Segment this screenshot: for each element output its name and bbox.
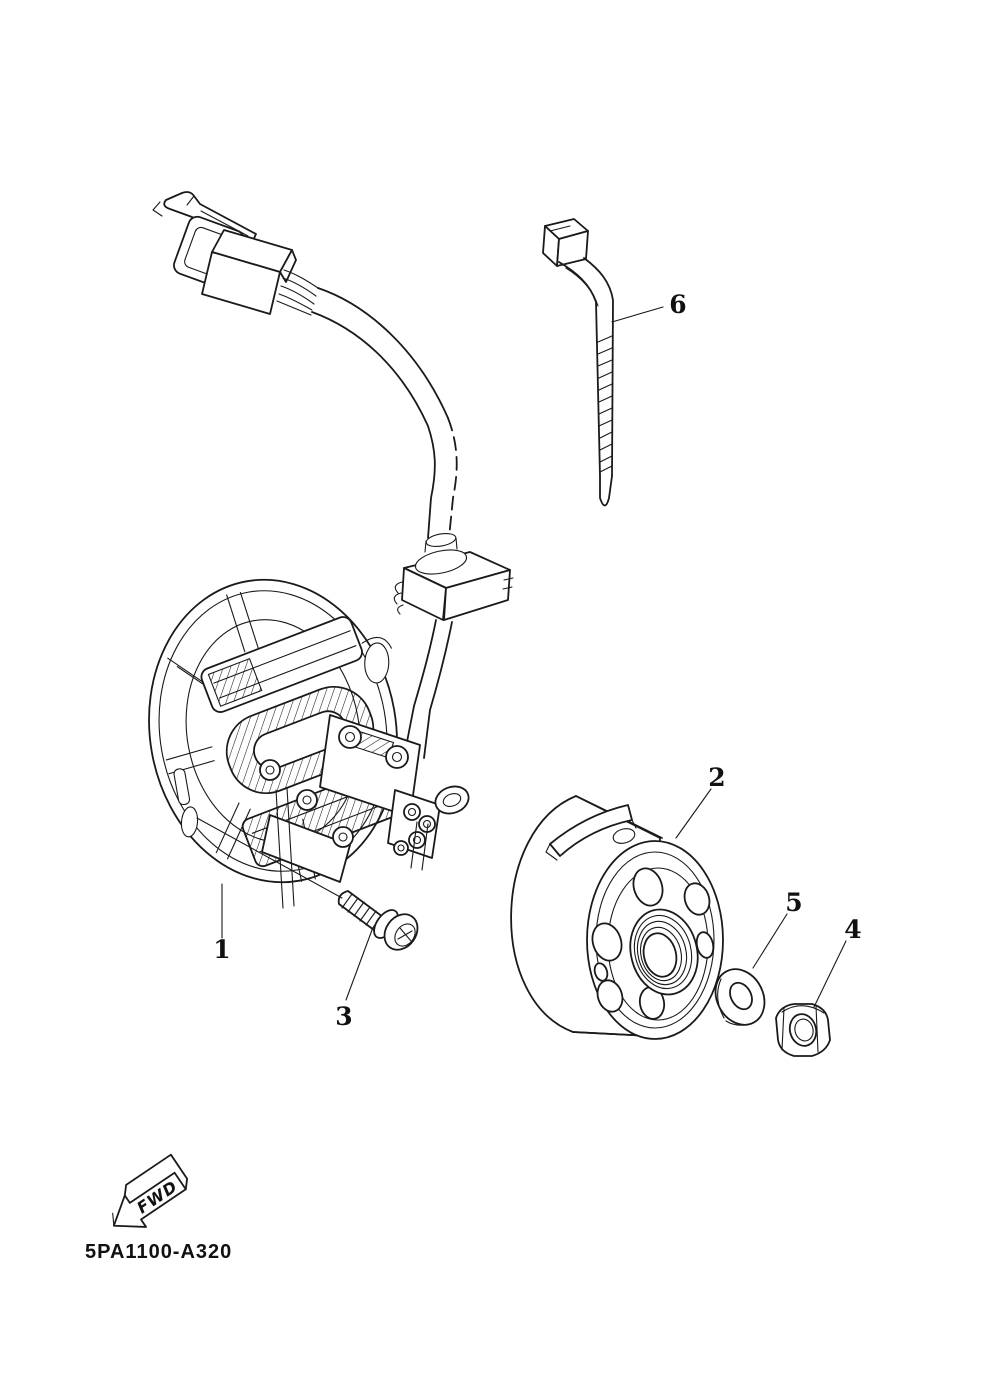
flywheel-rotor <box>510 795 724 1040</box>
leader-lines <box>221 306 847 1008</box>
cable-grommet <box>393 549 514 621</box>
fwd-direction-arrow: FWD <box>112 1153 189 1228</box>
harness-cable <box>311 287 458 759</box>
stator-assembly <box>148 578 470 909</box>
callout-1[interactable]: 1 <box>213 935 230 964</box>
harness-connector <box>152 191 319 316</box>
callout-3[interactable]: 3 <box>335 1002 352 1031</box>
callout-2[interactable]: 2 <box>708 763 725 792</box>
drawing-code-text: 5PA1100-A320 <box>85 1241 232 1263</box>
cable-tie-band <box>542 218 614 507</box>
mounting-bolt <box>196 817 419 951</box>
plain-washer <box>714 968 766 1026</box>
callout-6[interactable]: 6 <box>669 290 686 319</box>
callout-4[interactable]: 4 <box>844 915 861 944</box>
callout-5[interactable]: 5 <box>785 888 802 917</box>
hex-nut <box>775 1003 831 1057</box>
